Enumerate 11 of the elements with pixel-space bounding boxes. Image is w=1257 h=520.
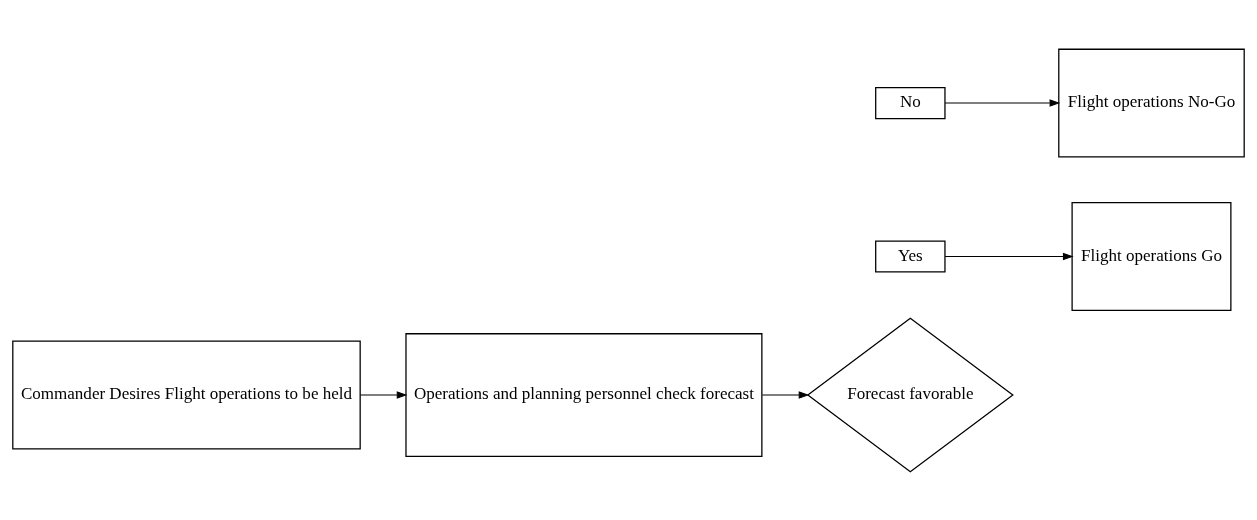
- node-box: Operations and planning personnel check forecast: [405, 332, 763, 457]
- node-box: Flight operations No-Go: [1058, 48, 1245, 157]
- arrow: [944, 252, 1074, 260]
- node-box: Yes: [875, 239, 946, 273]
- node-diamond: Forecast favorable: [806, 317, 1014, 473]
- node-box: Commander Desires Flight operations to be held: [12, 340, 361, 449]
- node-box: Flight operations Go: [1071, 201, 1232, 311]
- arrow: [944, 98, 1061, 107]
- arrow: [761, 390, 810, 399]
- node-box: No: [875, 86, 946, 119]
- arrow: [359, 390, 408, 399]
